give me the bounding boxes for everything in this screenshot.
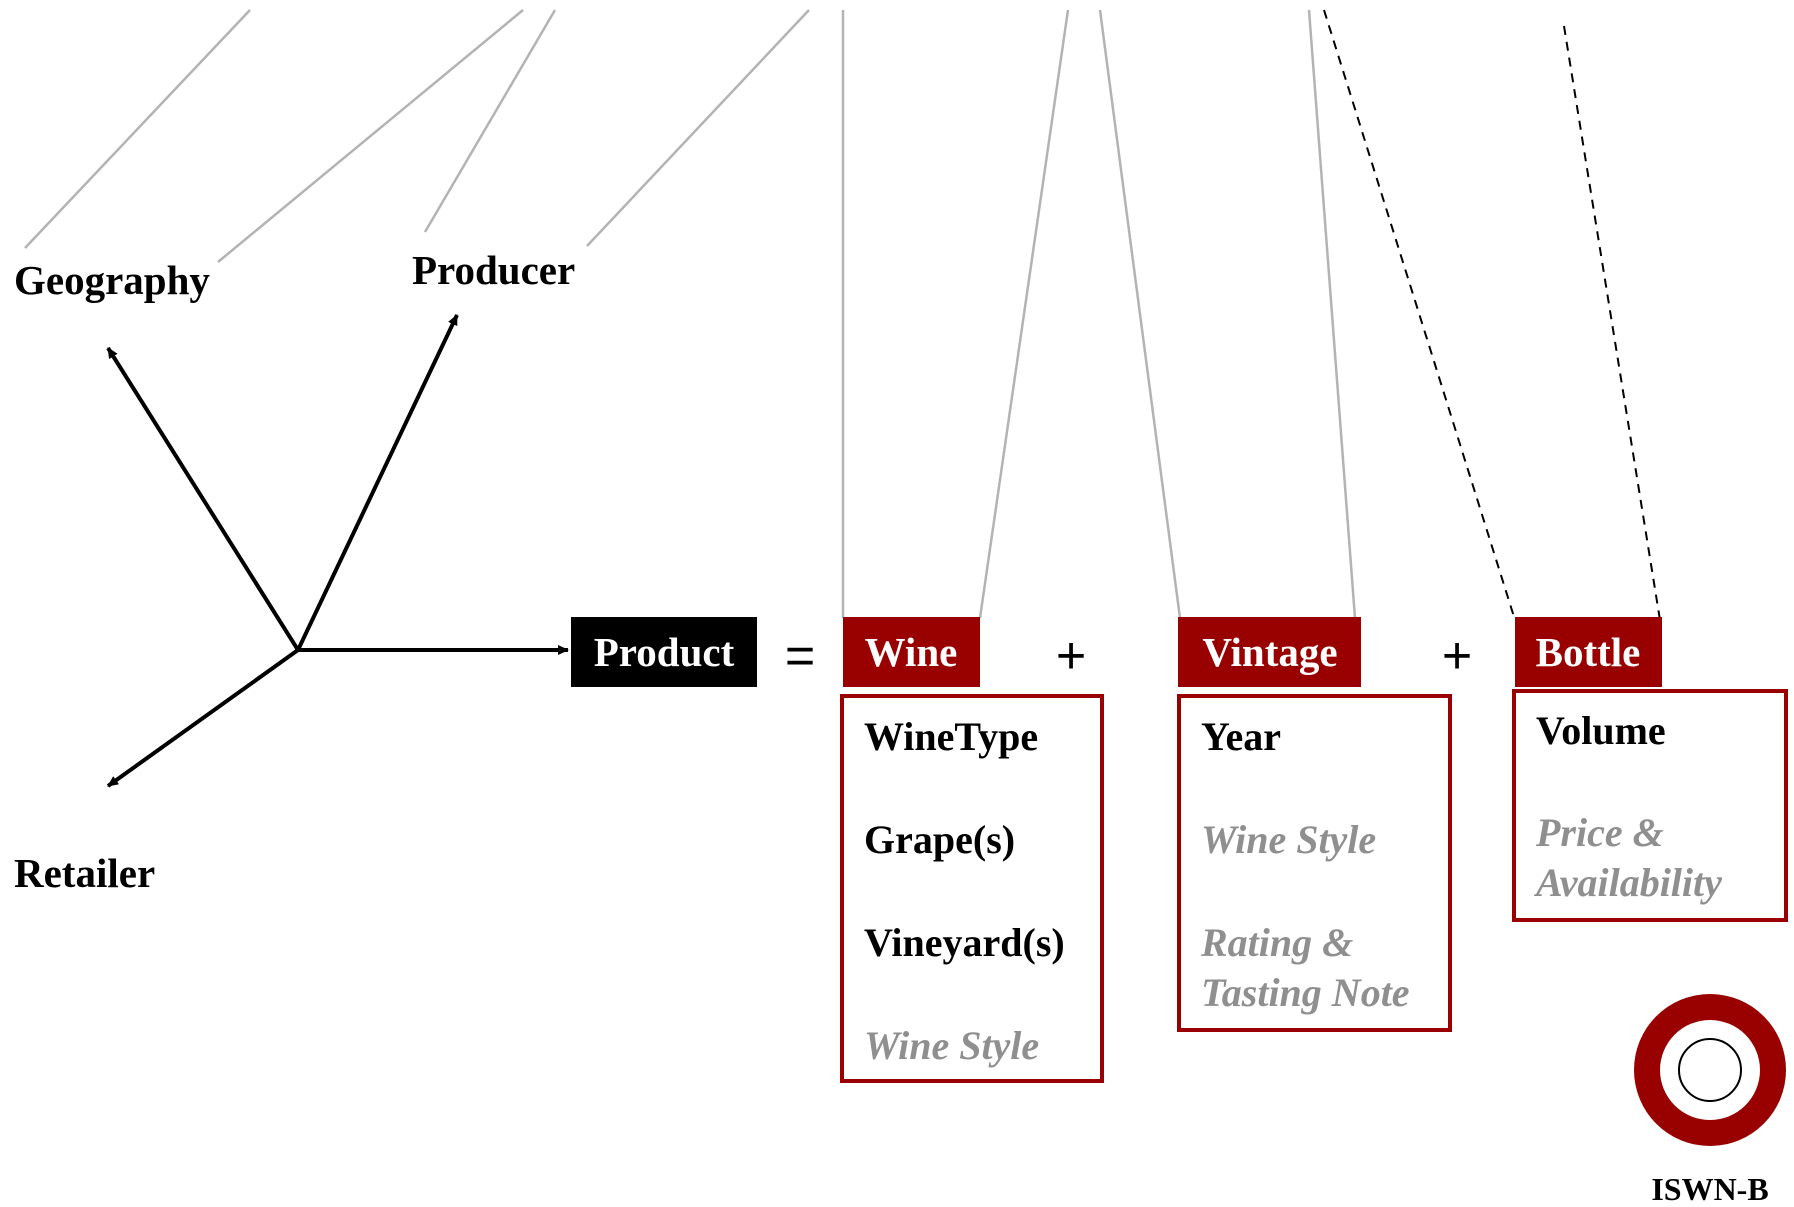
bottle-tag <box>1515 617 1662 687</box>
connector-line <box>217 9 524 263</box>
equals-sign: = <box>785 627 815 685</box>
logo-inner-ring <box>1678 1038 1742 1102</box>
vintage-tag <box>1178 617 1361 687</box>
product-label: Product <box>594 629 735 675</box>
dashed-connector <box>1563 25 1661 621</box>
retailer-label: Retailer <box>14 850 155 896</box>
dashed-connector <box>1323 9 1516 621</box>
connector-line <box>1098 9 1182 619</box>
connector-lines <box>24 9 1357 619</box>
plus-sign: + <box>1442 627 1472 685</box>
connector-line <box>586 9 810 247</box>
connector-line <box>1307 9 1357 619</box>
producer-arrow <box>296 314 459 651</box>
geography-label: Geography <box>14 257 210 303</box>
dashed-connectors <box>1323 9 1661 621</box>
logo-label: ISWN-B <box>1651 1171 1768 1207</box>
wine-attribute: WineType <box>864 714 1038 759</box>
wine-attributes-box <box>840 694 1104 1083</box>
geography-arrow <box>106 346 300 652</box>
vintage-attributes-box <box>1177 694 1452 1032</box>
vintage-rating-line1: Rating & <box>1200 920 1353 965</box>
plus-sign: + <box>1056 627 1086 685</box>
axis-arrows <box>106 314 569 788</box>
connector-line <box>423 9 557 233</box>
producer-label: Producer <box>412 247 575 293</box>
vintage-tag-label: Vintage <box>1202 629 1337 675</box>
logo-inner-disc <box>1660 1020 1760 1120</box>
wine-attribute-muted: Wine Style <box>864 1023 1039 1068</box>
wine-attribute: Vineyard(s) <box>864 920 1065 965</box>
connector-line <box>24 9 251 249</box>
wine-tag-label: Wine <box>865 629 958 675</box>
bottle-volume: Volume <box>1536 708 1666 753</box>
vintage-year: Year <box>1201 714 1281 759</box>
bottle-price-line2: Availability <box>1533 860 1722 905</box>
product-box <box>571 617 757 687</box>
bottle-price-line1: Price & <box>1535 810 1664 855</box>
connector-line <box>978 9 1070 619</box>
retailer-arrow <box>106 648 300 788</box>
bottle-tag-label: Bottle <box>1536 629 1641 675</box>
wine-attribute: Grape(s) <box>864 817 1015 862</box>
iswn-logo <box>1634 994 1786 1146</box>
vintage-rating-line2: Tasting Note <box>1201 970 1410 1015</box>
vintage-style: Wine Style <box>1201 817 1376 862</box>
wine-tag <box>843 617 980 687</box>
bottle-attributes-box <box>1512 689 1788 922</box>
